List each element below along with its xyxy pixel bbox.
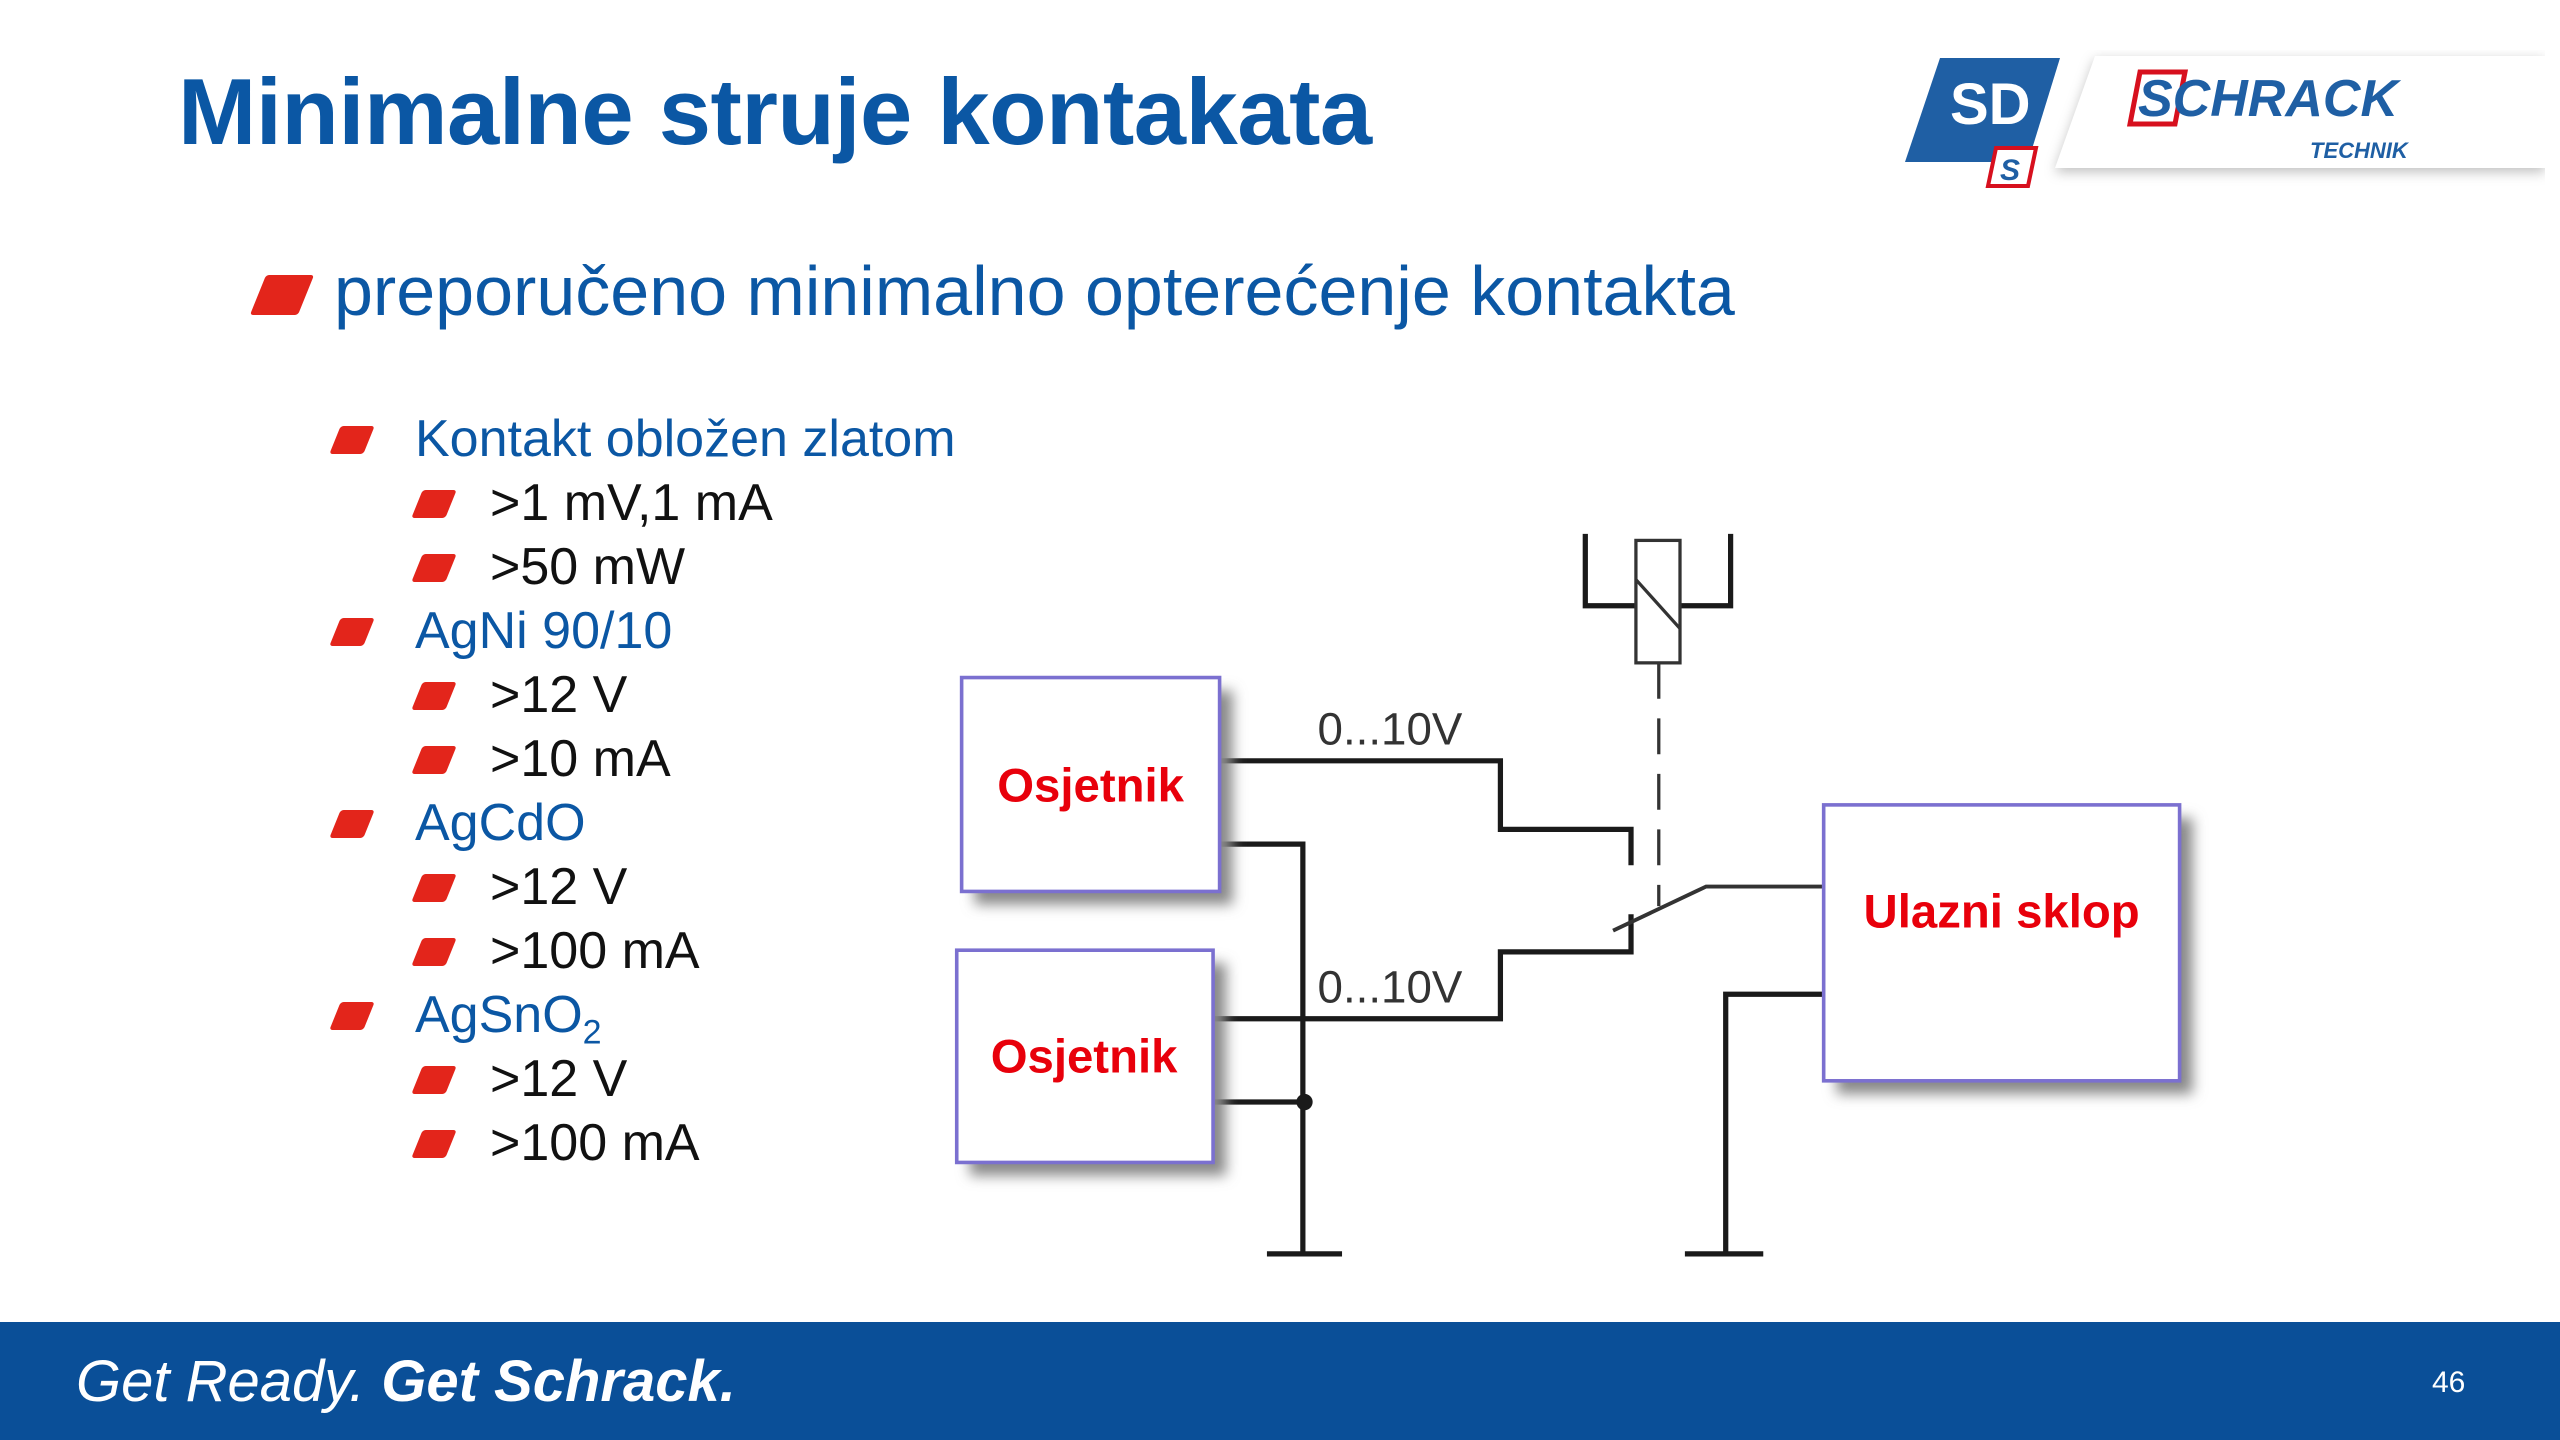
wires (1213, 533, 1824, 1257)
list-item-text: >12 V (490, 858, 628, 916)
list-item-main-text: AgSnO (415, 986, 583, 1044)
voltage-label-1: 0...10V (1318, 703, 1463, 754)
slide-title: Minimalne struje kontakata (178, 59, 1372, 164)
main-bullet-text: preporučeno minimalno opterećenje kontak… (334, 252, 1735, 330)
svg-text:TECHNIK: TECHNIK (2310, 138, 2410, 163)
list-item-text: AgSnO2 (415, 985, 602, 1052)
voltage-label-2: 0...10V (1318, 961, 1463, 1012)
list-item-text: >1 mV,1 mA (490, 474, 773, 532)
subscript: 2 (582, 1013, 602, 1052)
sensor-1-label: Osjetnik (997, 760, 1184, 813)
page-number: 46 (2432, 1366, 2466, 1399)
list-item-text: >100 mA (490, 922, 700, 980)
sensor-box-2 (954, 948, 1215, 1165)
relay-coil-icon (1634, 538, 1682, 907)
sd-schrack-logo: SD S SCHRACK TECHNIK (1900, 50, 2545, 190)
svg-text:S: S (2000, 154, 2020, 187)
footer-bar: Get Ready. Get Schrack. 46 (0, 1322, 2560, 1440)
sensor-2-label: Osjetnik (991, 1031, 1178, 1084)
list-item-text: AgNi 90/10 (415, 602, 673, 660)
input-circuit-label: Ulazni sklop (1864, 885, 2140, 938)
list-item-text: Kontakt obložen zlatom (415, 410, 956, 468)
footer-slogan: Get Ready. Get Schrack. (76, 1349, 736, 1414)
sensor-box-1 (959, 675, 1222, 894)
list-item-text: >100 mA (490, 1114, 700, 1172)
list-item-text: AgCdO (415, 794, 586, 852)
junction-dot (1296, 1093, 1313, 1111)
list-item-text: >10 mA (490, 730, 671, 788)
svg-text:SCHRACK: SCHRACK (2138, 70, 2401, 128)
svg-text:SD: SD (1950, 72, 2031, 137)
list-item-text: >12 V (490, 666, 628, 724)
list-item-text: >50 mW (490, 538, 686, 596)
input-circuit-box (1821, 803, 2182, 1083)
switch-contact-icon (1612, 884, 1824, 933)
list-item-text: >12 V (490, 1050, 628, 1108)
